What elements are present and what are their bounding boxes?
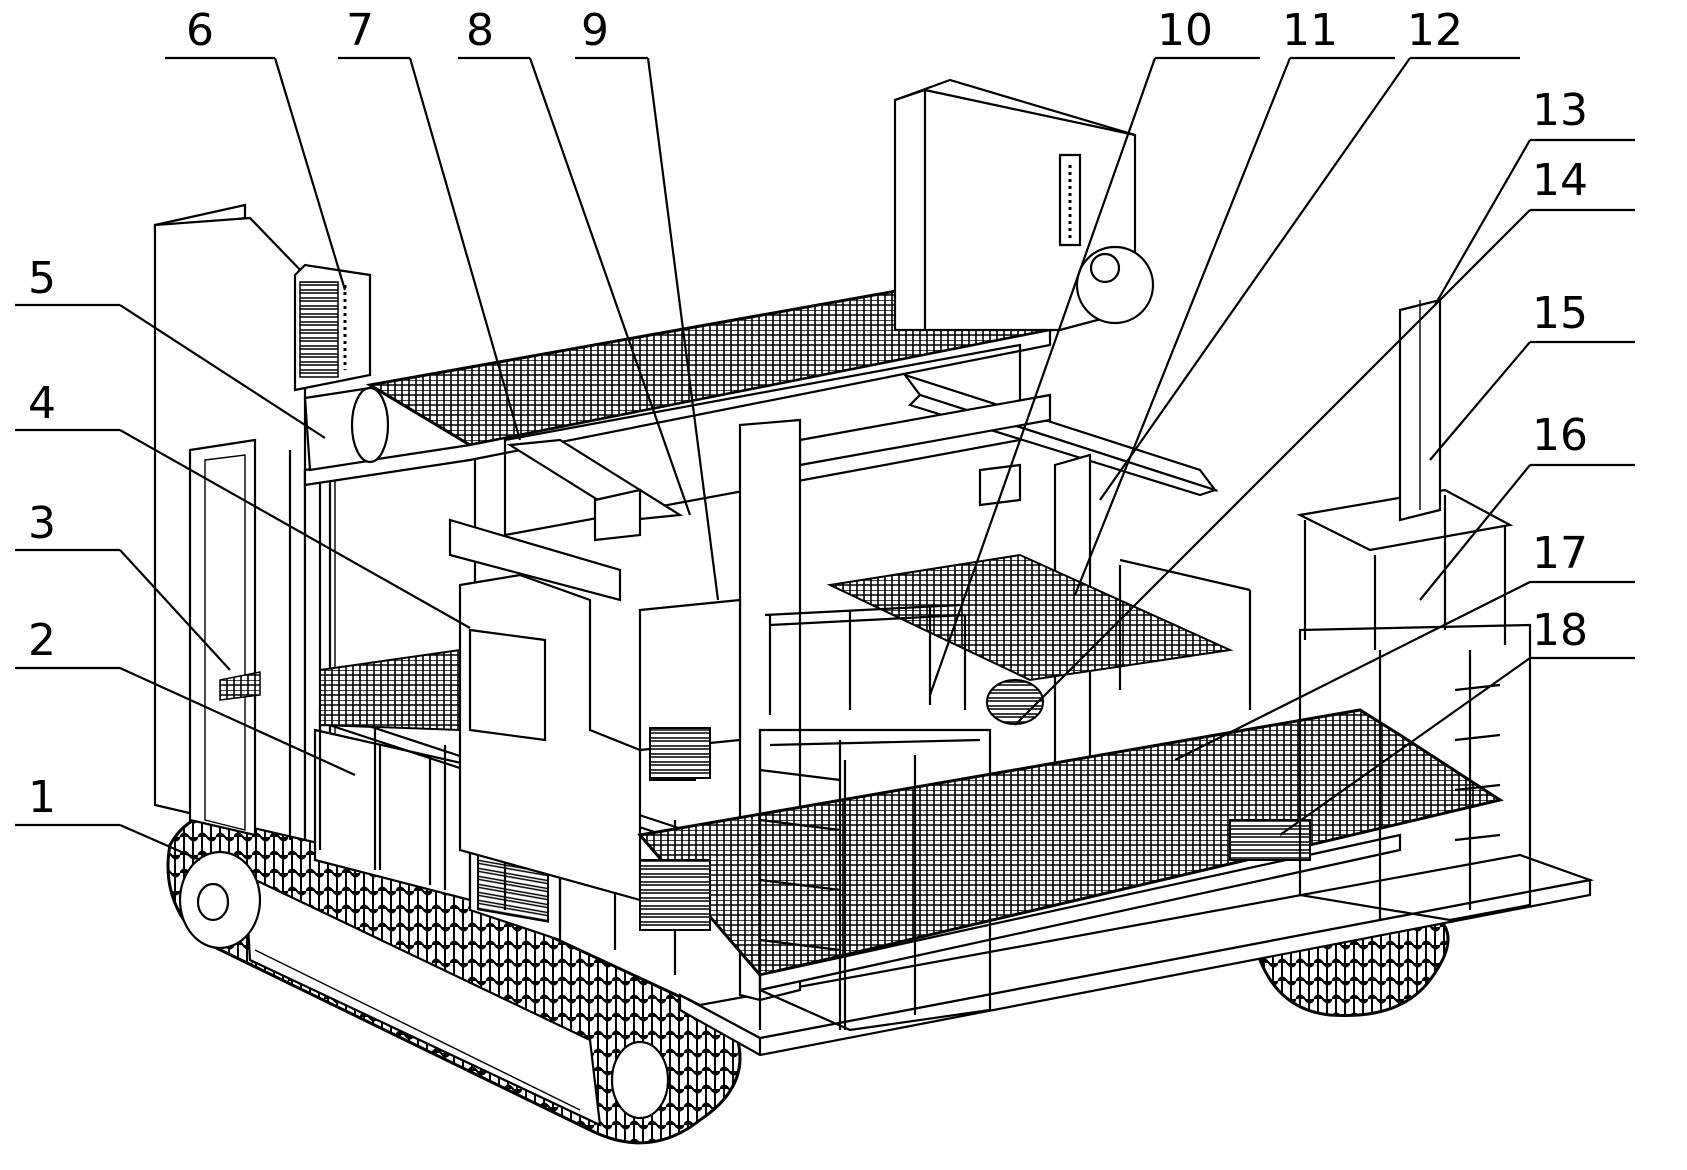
callout-leader-15 — [1429, 341, 1531, 461]
callout-leader-16 — [1419, 464, 1531, 601]
callout-leader-7 — [408, 57, 522, 441]
callout-number-18: 18 — [1532, 605, 1588, 656]
callout-number-17: 17 — [1532, 528, 1588, 579]
inner-grating-decks — [319, 553, 1504, 992]
callout-leader-18 — [1279, 657, 1531, 836]
callout-number-13: 13 — [1532, 85, 1588, 136]
vertical-mast — [1398, 298, 1442, 522]
callout-number-15: 15 — [1532, 288, 1588, 339]
upper-right-control-box — [893, 78, 1155, 332]
callout-leader-14 — [1014, 209, 1531, 726]
callout-leader-12 — [1099, 57, 1411, 501]
callout-leader-4 — [119, 429, 471, 629]
callout-leader-11 — [1073, 57, 1292, 596]
callout-number-8: 8 — [466, 5, 494, 56]
callout-leader-2 — [119, 666, 356, 777]
callout-leader-9 — [646, 57, 720, 601]
callout-number-14: 14 — [1532, 155, 1588, 206]
callout-number-4: 4 — [28, 378, 56, 429]
front-railings — [758, 488, 1532, 1032]
callout-number-2: 2 — [28, 615, 56, 666]
callout-leader-8 — [528, 57, 692, 516]
chassis-platform — [678, 853, 1595, 1057]
callout-number-7: 7 — [346, 5, 374, 56]
callout-number-10: 10 — [1157, 5, 1213, 56]
callout-number-16: 16 — [1532, 410, 1588, 461]
callout-number-6: 6 — [186, 5, 214, 56]
callout-leader-17 — [1174, 581, 1531, 761]
callout-leader-13 — [1434, 139, 1531, 306]
callout-number-9: 9 — [581, 5, 609, 56]
callout-number-1: 1 — [28, 772, 56, 823]
callout-leader-3 — [119, 549, 231, 671]
left-crawler-track — [166, 807, 742, 1145]
callout-leader-10 — [928, 57, 1157, 696]
callout-number-3: 3 — [28, 498, 56, 549]
callout-leader-6 — [273, 57, 347, 291]
upper-left-control-box — [293, 263, 390, 472]
callout-leaders — [15, 56, 1635, 862]
central-control-cabinet — [448, 518, 742, 902]
drive-motors — [639, 679, 1311, 931]
callout-leader-1 — [119, 823, 201, 862]
callout-number-5: 5 — [28, 253, 56, 304]
callout-number-11: 11 — [1282, 5, 1338, 56]
callout-leader-5 — [119, 304, 326, 439]
callout-number-12: 12 — [1407, 5, 1463, 56]
